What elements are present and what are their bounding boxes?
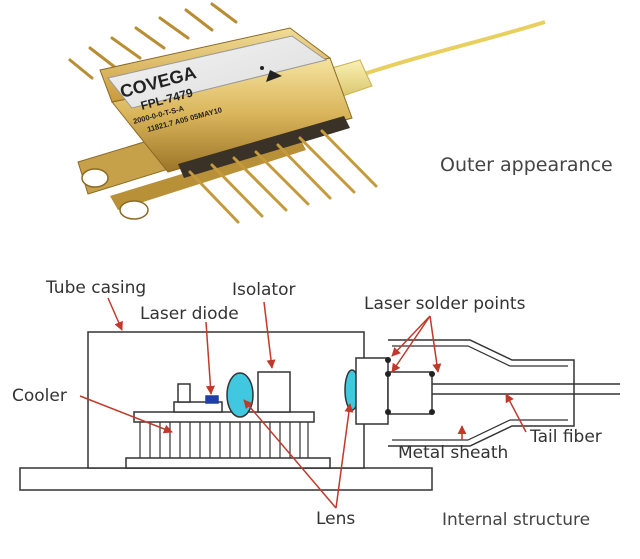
front-pins — [188, 129, 378, 224]
cooler-fins — [139, 422, 309, 458]
laser-diode-chip — [205, 395, 219, 404]
metal-sheath — [388, 339, 575, 447]
submount — [173, 401, 223, 413]
label-tube-casing: Tube casing — [45, 278, 146, 298]
fiber-tail — [351, 20, 546, 80]
leader-lines — [79, 297, 527, 509]
label-metal-sheath: Metal sheath — [398, 443, 508, 463]
pin-header — [178, 116, 350, 178]
label-plate — [107, 35, 328, 109]
label-isolator: Isolator — [232, 280, 295, 300]
sensor-block — [177, 383, 191, 403]
back-pins — [68, 2, 238, 80]
outer-appearance-caption: Outer appearance — [440, 154, 613, 176]
label-lens: Lens — [316, 509, 355, 529]
front-housing — [355, 357, 389, 425]
label-laser-diode: Laser diode — [140, 304, 239, 324]
mount-hole-front — [119, 200, 149, 220]
module-photo: COVEGA FPL-7479 2000-0-0-T-S-A 11821.7 A… — [68, 2, 546, 224]
label-tail-fiber: Tail fiber — [529, 427, 602, 447]
cooler-base — [125, 457, 331, 469]
label-cooler: Cooler — [12, 386, 67, 406]
isolator-block — [257, 371, 291, 413]
mount-hole-left — [81, 168, 109, 188]
lens-first — [226, 372, 254, 418]
base-plate — [19, 467, 433, 491]
orientation-arrow-icon — [266, 70, 282, 82]
ferrule-mount — [387, 371, 433, 415]
internal-structure-diagram — [19, 331, 620, 491]
internal-structure-caption: Internal structure — [442, 510, 590, 530]
label-laser-solder-points: Laser solder points — [364, 294, 526, 314]
cooler-top — [133, 411, 315, 423]
tube-casing — [87, 331, 365, 469]
pin1-dot — [260, 66, 264, 70]
